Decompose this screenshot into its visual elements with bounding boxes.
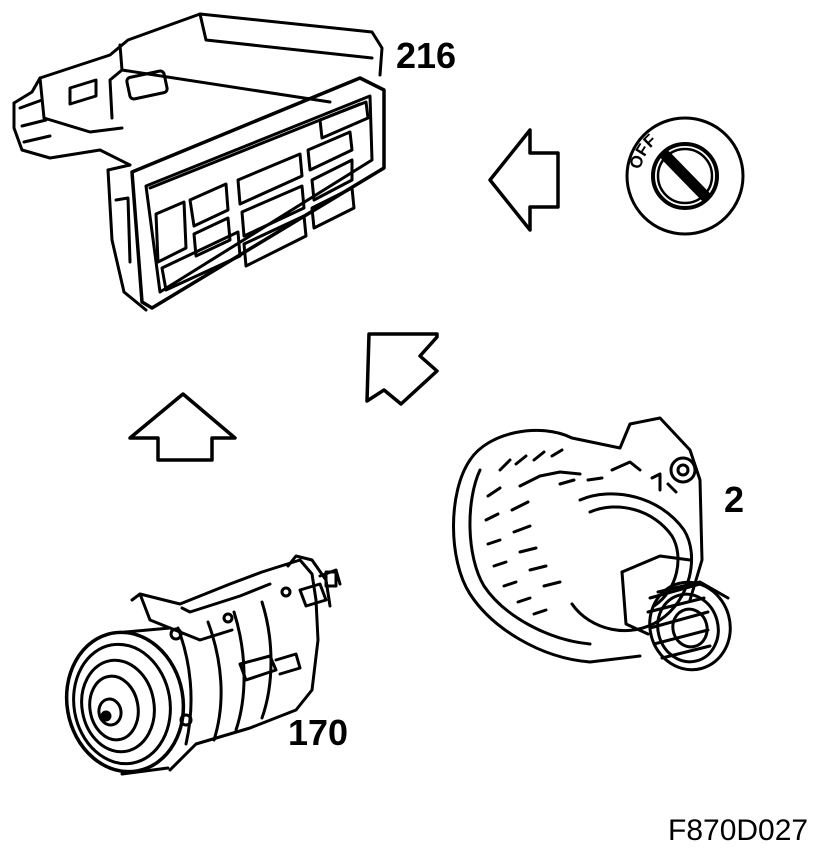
ignition-switch: OFF [625,116,745,236]
callout-170: 170 [288,712,349,753]
arrow-diagonal [365,332,439,406]
arrow-left [488,128,560,232]
callout-216: 216 [396,35,457,76]
arrow-up [128,392,237,462]
climate-control-panel [12,12,386,312]
callout-2: 2 [724,479,745,520]
alternator [452,416,732,672]
figure-id: F870D027 [668,814,809,847]
ac-compressor [64,554,342,776]
